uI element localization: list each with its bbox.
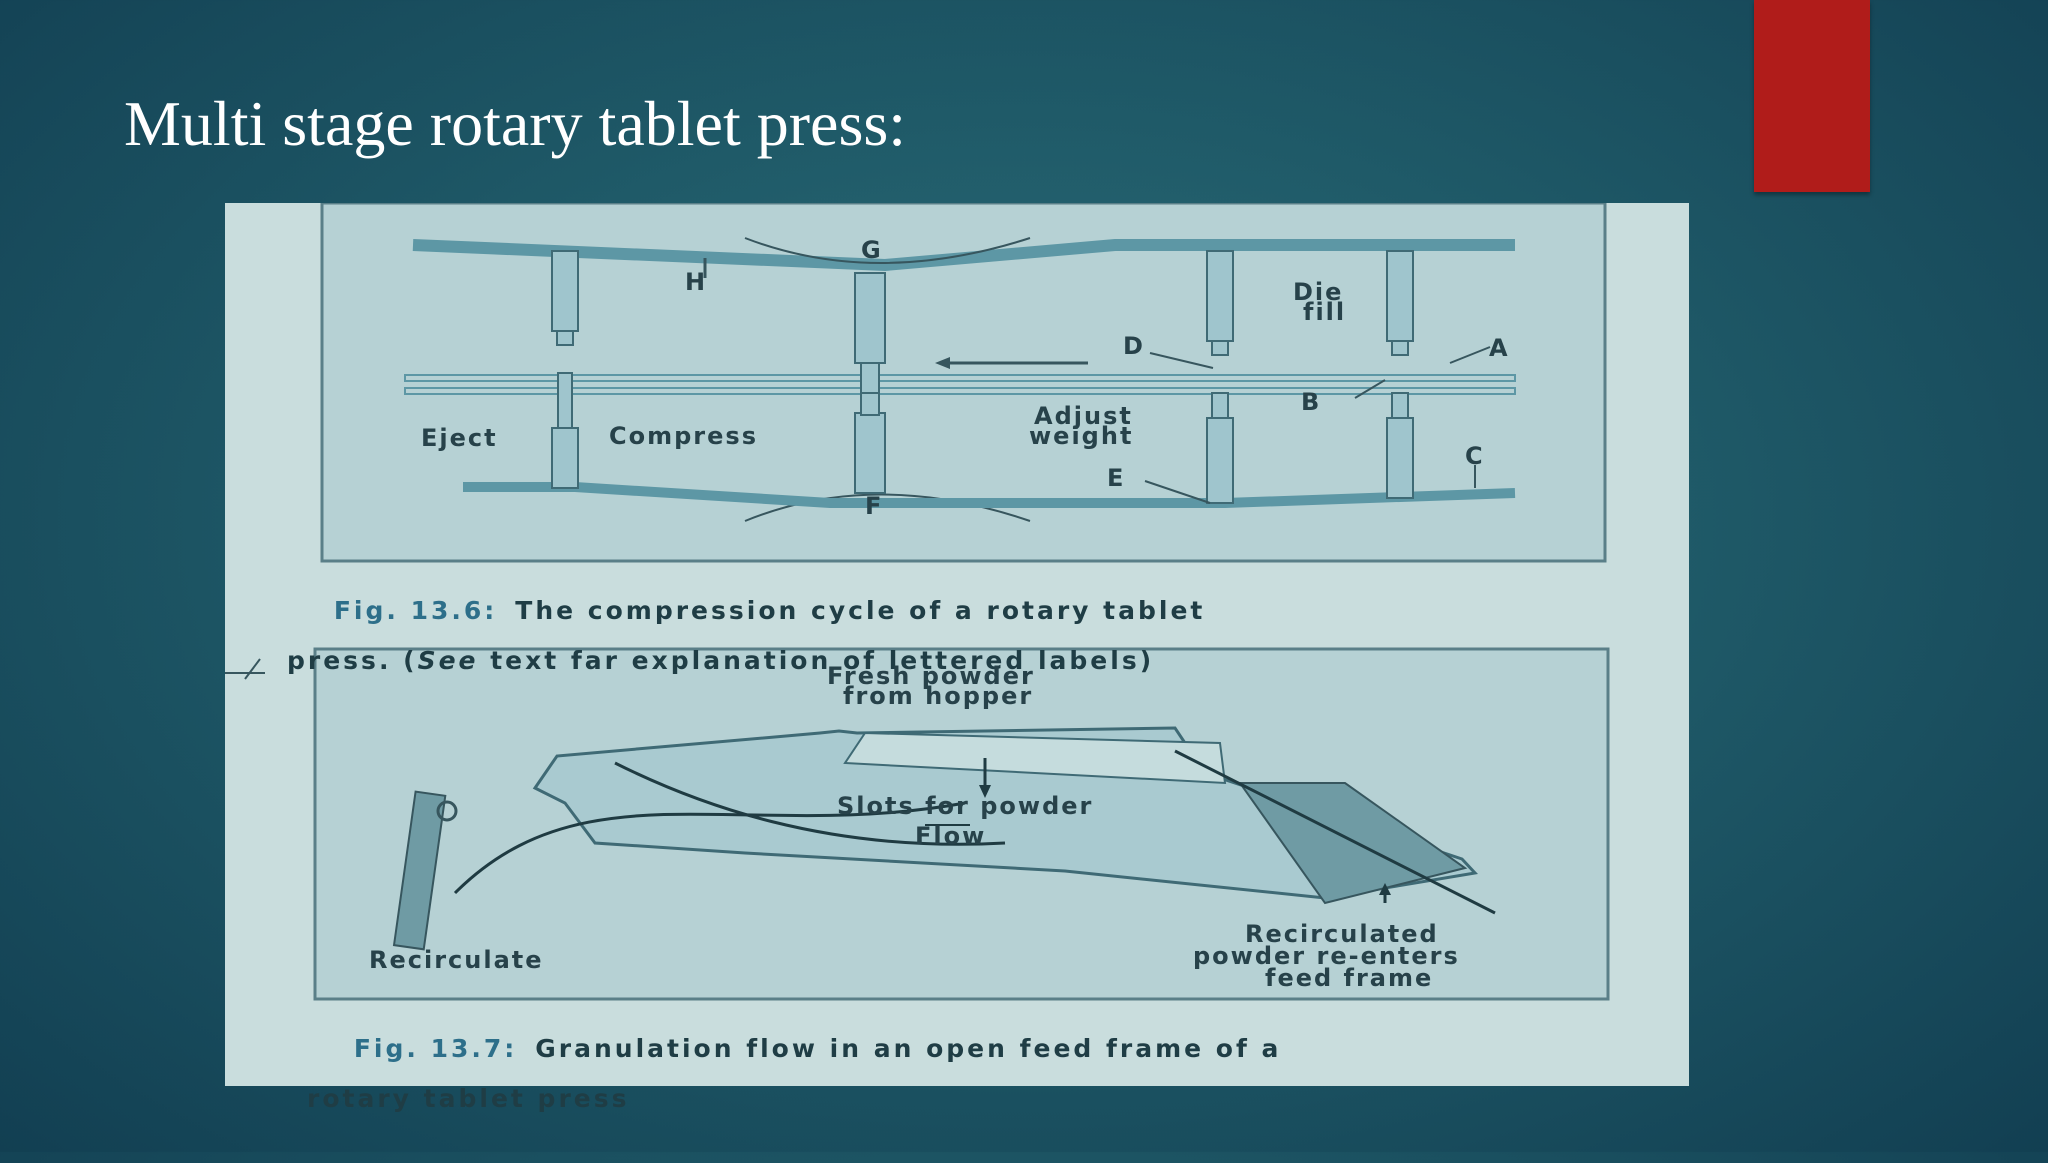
label-recirculated-3: feed frame bbox=[1265, 964, 1434, 992]
die-table-bottom bbox=[404, 387, 1516, 395]
flow-line-3 bbox=[1174, 749, 1496, 915]
fig1-caption-line1: The compression cycle of a rotary tablet bbox=[515, 596, 1206, 625]
feed-frame-opening bbox=[843, 731, 1227, 785]
label-recirculated-2: powder re-enters bbox=[1193, 942, 1460, 970]
label-e: E bbox=[1107, 464, 1126, 492]
punch-group bbox=[551, 250, 1414, 504]
label-compress: Compress bbox=[609, 422, 758, 450]
fig1-caption-line2-a: press. ( bbox=[287, 646, 418, 675]
fig1-caption-number: Fig. 13.6: bbox=[333, 596, 498, 625]
label-die-fill-2: fill bbox=[1303, 298, 1347, 326]
label-die-fill-1: Die bbox=[1293, 278, 1344, 306]
rotation-arrowhead bbox=[935, 357, 950, 369]
fig2-caption: Fig. 13.7: Granulation flow in an open fe… bbox=[307, 1011, 1281, 1161]
label-f: F bbox=[865, 492, 884, 520]
label-fresh-powder-1: Fresh powder bbox=[827, 662, 1035, 690]
upper-roller-arc bbox=[744, 237, 1031, 264]
label-b: B bbox=[1301, 388, 1322, 416]
label-slots: Slots for powder bbox=[837, 792, 1094, 820]
fig1-caption-line2-b: text far explanation of lettered labels) bbox=[478, 646, 1155, 675]
lower-cam-track bbox=[463, 482, 1516, 508]
label-d: D bbox=[1123, 332, 1145, 360]
feed-frame bbox=[532, 726, 1478, 900]
flow-line-2 bbox=[614, 761, 1006, 846]
flow-line-1 bbox=[453, 801, 966, 895]
label-recirculated-1: Recirculated bbox=[1245, 920, 1439, 948]
accent-bar bbox=[1754, 0, 1870, 192]
fig2-caption-line1: Granulation flow in an open feed frame o… bbox=[535, 1034, 1282, 1063]
label-adjust-weight-2: weight bbox=[1029, 422, 1134, 450]
fig2-caption-line2: rotary tablet press bbox=[307, 1084, 630, 1113]
label-h: H bbox=[685, 268, 708, 296]
upper-cam-track bbox=[412, 239, 1515, 272]
figure-illustration bbox=[225, 203, 1610, 1001]
label-g: G bbox=[861, 236, 883, 264]
label-a: A bbox=[1489, 334, 1510, 362]
label-flow: Flow bbox=[915, 822, 987, 850]
label-c: C bbox=[1465, 442, 1485, 470]
fig1-caption-see: See bbox=[417, 646, 479, 675]
lower-roller-arc bbox=[744, 493, 1031, 522]
die-table-top bbox=[404, 374, 1516, 382]
label-recirculate: Recirculate bbox=[369, 946, 544, 974]
figure-photo: G H Die fill D A B Adjust weight C E F E… bbox=[225, 203, 1689, 1111]
label-fresh-powder-2: from hopper bbox=[843, 682, 1034, 710]
fig1-caption: Fig. 13.6: The compression cycle of a rot… bbox=[287, 573, 1205, 723]
label-adjust-weight-1: Adjust bbox=[1034, 402, 1133, 430]
left-paddle bbox=[392, 790, 447, 951]
fig2-caption-number: Fig. 13.7: bbox=[353, 1034, 518, 1063]
slide-title: Multi stage rotary tablet press: bbox=[124, 88, 907, 159]
label-eject: Eject bbox=[421, 424, 498, 452]
